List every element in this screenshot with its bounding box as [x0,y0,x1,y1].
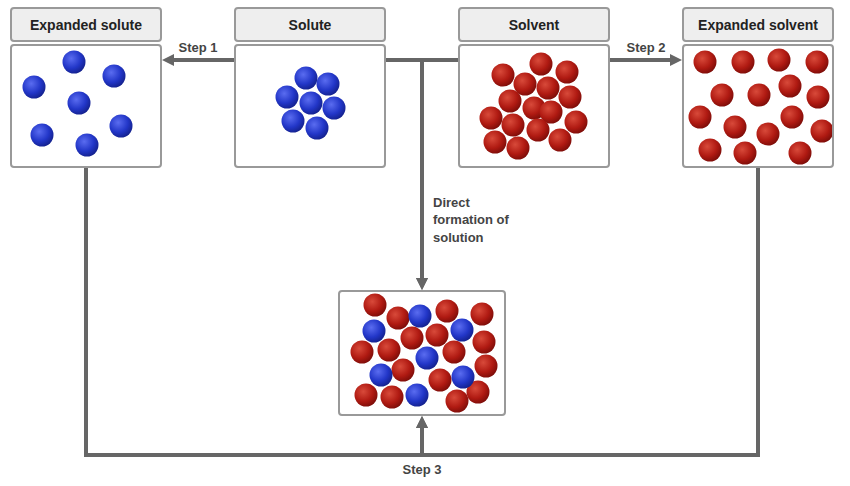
solvent-particle [689,106,712,129]
solvent-particle [364,294,387,317]
heading-tab: Solvent [458,7,610,42]
process-arrow [174,58,234,62]
solvent-particle [351,341,374,364]
heading-tab: Expanded solute [10,7,162,42]
solute-particle [306,117,329,140]
solvent-particle [499,90,522,113]
solvent-particle [537,77,560,100]
heading-tab: Expanded solvent [682,7,834,42]
solute-particle [451,319,474,342]
solute-particle [416,347,439,370]
solvent-particle [387,307,410,330]
particle-box: Solute [234,44,386,168]
process-arrow [386,60,422,278]
solvent-particle [779,75,802,98]
solvent-particle [732,51,755,74]
solution-box [338,290,506,416]
solvent-particle [711,84,734,107]
solute-particle [363,320,386,343]
solute-particle [23,76,46,99]
solute-particle [370,364,393,387]
box-heading: Solvent [503,17,566,33]
solvent-particle [807,86,830,109]
solute-particle [409,305,432,328]
solute-particle [110,115,133,138]
solvent-particle [492,64,515,87]
solvent-particle [694,51,717,74]
solvent-particle [381,386,404,409]
solvent-particle [401,327,424,350]
solvent-particle [724,116,747,139]
solvent-particle [530,53,553,76]
solvent-particle [475,355,498,378]
box-heading: Expanded solute [24,17,148,33]
solvent-particle [484,131,507,154]
solute-particle [282,110,305,133]
solvent-particle [480,107,503,130]
solvent-particle [436,300,459,323]
solvent-particle [559,86,582,109]
solute-particle [406,384,429,407]
particle-box: Expanded solvent [682,44,834,168]
solvent-particle [446,390,469,413]
step-label: Step 3 [400,461,443,479]
solvent-particle [507,137,530,160]
solvent-particle [757,123,780,146]
solute-particle [276,86,299,109]
solute-particle [452,366,475,389]
solvent-particle [473,331,496,354]
box-heading: Solute [283,17,338,33]
solvent-particle [789,142,812,165]
solvent-particle [429,369,452,392]
solvent-particle [549,129,572,152]
solvent-particle [443,341,466,364]
box-heading: Expanded solvent [692,17,824,33]
solute-particle [31,124,54,147]
solvent-particle [392,359,415,382]
heading-tab: Solute [234,7,386,42]
process-arrow [422,168,758,455]
process-arrow [610,58,670,62]
solute-particle [300,92,323,115]
solvent-particle [734,142,757,165]
solvent-particle [378,339,401,362]
particle-box: Solvent [458,44,610,168]
solvent-particle [781,106,804,129]
solvent-particle [471,303,494,326]
solute-particle [103,65,126,88]
solvent-particle [768,49,791,72]
solute-particle [317,73,340,96]
solute-particle [68,92,91,115]
solute-particle [76,134,99,157]
solute-particle [323,97,346,120]
solvent-particle [748,84,771,107]
step-label: Step 1 [176,39,219,57]
solvent-particle [527,119,550,142]
solvent-particle [806,51,829,74]
solute-particle [295,67,318,90]
solvent-particle [426,324,449,347]
step-label: Direct formation of solution [431,194,523,247]
particle-box: Expanded solute [10,44,162,168]
solvent-particle [556,61,579,84]
solute-particle [63,51,86,74]
solvent-particle [355,384,378,407]
step-label: Step 2 [624,39,667,57]
solvent-particle [502,114,525,137]
solvent-particle [699,139,722,162]
solvent-particle [565,111,588,134]
solvent-particle [811,120,834,143]
process-arrow [86,168,422,455]
